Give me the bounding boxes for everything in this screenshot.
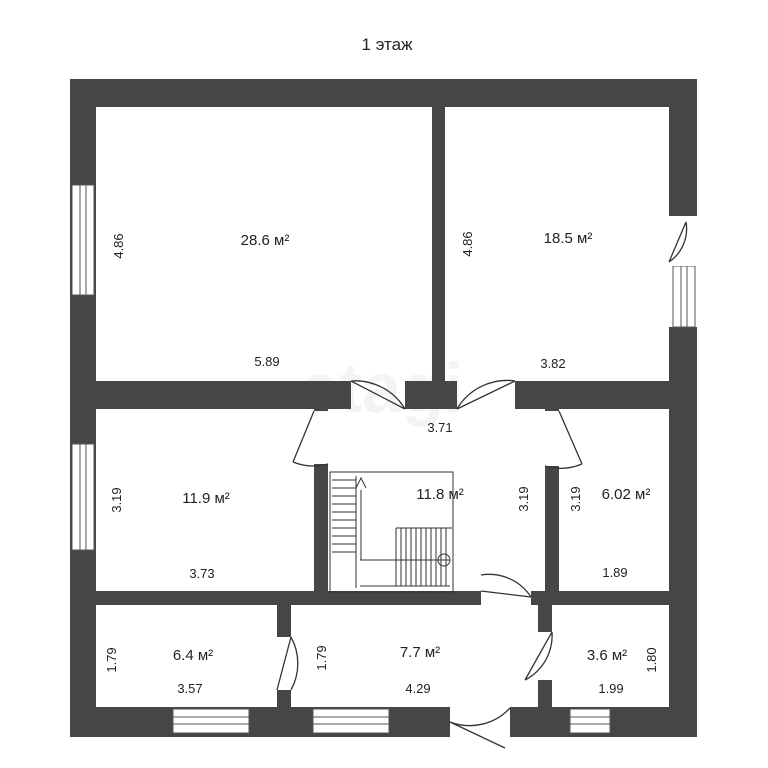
wall-lower-left-bottom — [277, 690, 291, 707]
door-room5 — [544, 410, 583, 469]
wall-mid-band-right — [531, 591, 697, 605]
room-2-width: 3.82 — [540, 356, 565, 371]
wall-lower-right-top — [538, 605, 552, 632]
window-right — [672, 265, 696, 328]
stair-outline — [329, 471, 454, 593]
window-bottom-2 — [312, 708, 390, 734]
wall-upper-left — [96, 381, 351, 409]
room-1-area: 28.6 м² — [241, 232, 290, 249]
room-3-width: 3.73 — [189, 566, 214, 581]
room-1-height: 4.86 — [111, 233, 126, 258]
room-3-height: 3.19 — [109, 487, 124, 512]
room-6-area: 6.4 м² — [173, 647, 213, 664]
hall-area: 11.8 м² — [416, 486, 464, 503]
wall-upper-right — [515, 381, 669, 409]
doors — [276, 216, 697, 749]
wall-lower-right-bottom — [538, 680, 552, 707]
wall-mid-right — [545, 466, 559, 597]
stair-direction-line — [360, 490, 444, 561]
window-left-middle — [71, 443, 95, 551]
floor-title: 1 этаж — [362, 35, 414, 54]
door-room8 — [524, 631, 553, 681]
wall-between-upper-rooms — [432, 107, 445, 384]
door-right-entry — [668, 221, 688, 263]
wall-right-upper — [669, 79, 697, 216]
wall-mid-band-left — [96, 591, 481, 605]
room-2-height: 4.86 — [460, 231, 475, 256]
staircase — [329, 471, 454, 593]
room-8-area: 3.6 м² — [587, 647, 627, 664]
hall-width: 3.71 — [427, 420, 452, 435]
room-7-area: 7.7 м² — [400, 644, 440, 661]
window-bottom-1 — [172, 708, 250, 734]
wall-stub-left — [314, 381, 328, 411]
wall-stub-right — [545, 381, 559, 411]
room-3-area: 11.9 м² — [182, 490, 230, 507]
room-5-width: 1.89 — [602, 565, 627, 580]
room-7-height: 1.79 — [314, 645, 329, 670]
room-7-width: 4.29 — [405, 681, 430, 696]
wall-right-lower — [669, 327, 697, 737]
window-left-top — [71, 184, 95, 296]
wall-mid-left — [314, 464, 328, 605]
stair-arrow-icon — [355, 476, 367, 489]
door-room6 — [276, 636, 299, 691]
room-1-width: 5.89 — [254, 354, 279, 369]
door-room3 — [292, 410, 329, 467]
wall-lower-left-top — [277, 605, 291, 637]
door-room1 — [350, 380, 406, 410]
room-2-area: 18.5 м² — [544, 230, 593, 247]
windows — [71, 184, 696, 734]
room-6-height: 1.79 — [104, 647, 119, 672]
room-6-width: 3.57 — [177, 681, 202, 696]
door-hall-lower — [480, 573, 532, 598]
room-5-area: 6.02 м² — [602, 486, 651, 503]
door-front — [449, 707, 511, 749]
stair-start-circle-icon — [437, 553, 451, 567]
door-room2 — [456, 379, 516, 410]
room-5-height: 3.19 — [568, 486, 583, 511]
wall-left — [70, 79, 96, 737]
wall-top — [70, 79, 697, 107]
hall-height: 3.19 — [516, 486, 531, 511]
room-8-height: 1.80 — [644, 647, 659, 672]
window-bottom-3 — [569, 708, 611, 734]
room-8-width: 1.99 — [598, 681, 623, 696]
wall-upper-middle — [405, 381, 457, 409]
